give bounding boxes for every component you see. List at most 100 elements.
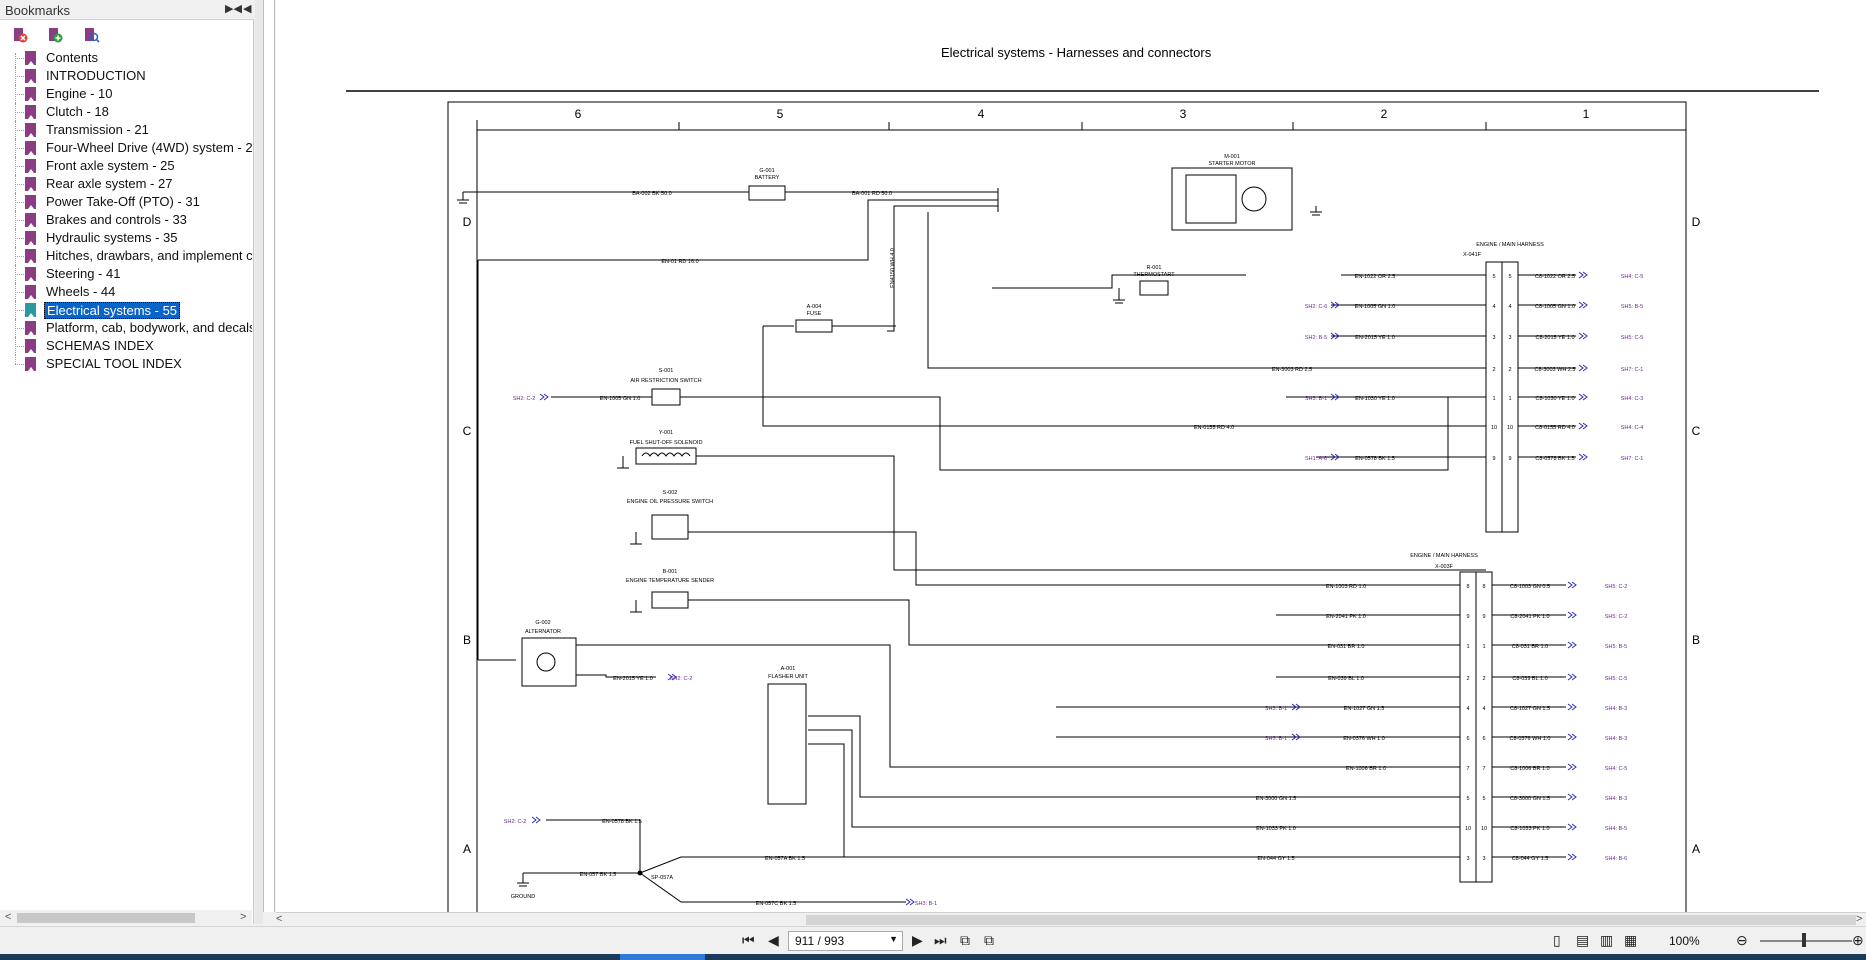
document-view: Electrical systems - Harnesses and conne… (276, 0, 1866, 912)
expand-panel-icon[interactable]: ▶◀ (225, 3, 242, 15)
pin-number: 1 (1482, 644, 1485, 650)
continuous-facing-view-icon[interactable]: ▦ (1624, 932, 1638, 948)
bookmark-item[interactable]: Clutch - 18 (0, 103, 252, 121)
pin-number: 5 (1482, 796, 1485, 802)
bookmark-icon (25, 285, 36, 299)
first-page-icon[interactable]: ⏮ (742, 932, 755, 948)
wire-label: EN-057 BK 1.5 (580, 872, 617, 878)
bookmark-item[interactable]: Brakes and controls - 33 (0, 211, 252, 229)
wire-label: EN-1005 GN 1.0 (1355, 304, 1396, 310)
bookmark-item[interactable]: SPECIAL TOOL INDEX (0, 355, 252, 373)
scroll-left-icon[interactable]: < (276, 913, 283, 925)
scroll-right-icon[interactable]: > (1856, 913, 1863, 925)
wire-label: EN-01 RD 16.0 (661, 259, 698, 265)
scrollbar-thumb[interactable] (806, 915, 1856, 925)
pin-number: 10 (1481, 826, 1487, 832)
pin-number: 1 (1508, 396, 1511, 402)
bookmark-item[interactable]: Front axle system - 25 (0, 157, 252, 175)
sheet-ref: SH5: C-5 (1605, 676, 1628, 682)
scrollbar-thumb[interactable] (17, 913, 195, 923)
component-name: AIR RESTRICTION SWITCH (630, 378, 701, 384)
component-name: FUEL SHUT-OFF SOLENOID (630, 440, 703, 446)
wire-label: EN-1005 GN 1.0 (600, 396, 641, 402)
bookmark-item[interactable]: Platform, cab, bodywork, and decals - (0, 319, 252, 337)
bookmark-item[interactable]: Hydraulic systems - 35 (0, 229, 252, 247)
wire-label: BA-002 BK 50.0 (632, 191, 671, 197)
wire-label: EN-031 BR 1.0 (1328, 644, 1365, 650)
pin-number: 9 (1492, 456, 1495, 462)
page-number-text: 911 / 993 (795, 934, 845, 948)
bookmark-item[interactable]: Steering - 41 (0, 265, 252, 283)
sheet-ref: SH4: C-5 (1621, 274, 1644, 280)
bookmark-item[interactable]: Power Take-Off (PTO) - 31 (0, 193, 252, 211)
previous-view-icon[interactable]: ⧉ (960, 932, 970, 948)
pin-number: 9 (1508, 456, 1511, 462)
zoom-in-icon[interactable]: ⊕ (1852, 932, 1864, 948)
find-bookmark-icon[interactable] (82, 26, 100, 44)
sheet-ref: SH7: C-1 (1621, 456, 1644, 462)
zoom-slider-handle[interactable] (1802, 933, 1806, 947)
wire-label: C8-1027 GN 1.5 (1510, 706, 1550, 712)
collapse-panel-icon[interactable]: ◀ (243, 3, 252, 15)
harness-name: ENGINE / MAIN HARNESS (1410, 553, 1478, 559)
zoom-slider[interactable] (1760, 940, 1852, 942)
pin-number: 5 (1508, 274, 1511, 280)
bookmark-item[interactable]: Engine - 10 (0, 85, 252, 103)
fuse-symbol (795, 319, 833, 333)
single-page-view-icon[interactable]: ▯ (1553, 932, 1561, 948)
bookmark-item[interactable]: SCHEMAS INDEX (0, 337, 252, 355)
scroll-right-icon[interactable]: > (240, 911, 247, 923)
bookmark-item[interactable]: Wheels - 44 (0, 283, 252, 301)
bookmark-icon (25, 105, 36, 119)
bookmark-item[interactable]: Hitches, drawbars, and implement cou (0, 247, 252, 265)
zoom-out-icon[interactable]: ⊖ (1736, 932, 1748, 948)
component-id: B-001 (663, 569, 678, 575)
bookmark-item[interactable]: Four-Wheel Drive (4WD) system - 23 (0, 139, 252, 157)
pin-number: 5 (1466, 796, 1469, 802)
wire-label: EN-039 BL 1.0 (1328, 676, 1364, 682)
zoom-level[interactable]: 100% (1669, 934, 1700, 948)
component-id: S-001 (659, 368, 674, 374)
previous-page-icon[interactable]: ◀ (768, 932, 779, 948)
pin-number: 1 (1492, 396, 1495, 402)
wire-label: EN-0376 WH 1.0 (1343, 736, 1385, 742)
scroll-left-icon[interactable]: < (5, 911, 12, 923)
column-label: 1 (1583, 107, 1590, 121)
delete-bookmark-icon[interactable] (11, 26, 29, 44)
chevron-down-icon[interactable]: ▼ (889, 934, 898, 944)
next-page-icon[interactable]: ▶ (912, 932, 923, 948)
sheet-ref: SH1: A-6 (1305, 456, 1327, 462)
bookmarks-horizontal-scrollbar[interactable]: < > (0, 910, 252, 926)
page-number-input[interactable]: 911 / 993 ▼ (788, 931, 903, 951)
last-page-icon[interactable]: ⏭ (934, 932, 947, 948)
bookmark-item[interactable]: Transmission - 21 (0, 121, 252, 139)
wire-label: EN-1003 RD 1.0 (1326, 584, 1366, 590)
document-horizontal-scrollbar[interactable]: < > (276, 912, 1866, 926)
bookmarks-tree: Contents INTRODUCTION Engine - 10 Clutch… (0, 49, 252, 913)
wire-label: C8-2041 PK 1.0 (1510, 614, 1549, 620)
bookmark-item[interactable]: INTRODUCTION (0, 67, 252, 85)
sheet-ref: SH3: B-1 (1265, 736, 1287, 742)
battery-symbol (748, 185, 786, 201)
wire-label: EN-044 GY 1.5 (1257, 856, 1294, 862)
bookmark-item[interactable]: Contents (0, 49, 252, 67)
next-view-icon[interactable]: ⧉ (984, 932, 994, 948)
pin-number: 2 (1482, 676, 1485, 682)
sheet-ref: SH3: B-1 (1305, 396, 1327, 402)
component-name: FLASHER UNIT (768, 674, 808, 680)
document-vertical-scrollbar[interactable] (263, 0, 275, 912)
sheet-ref: SH4: B-3 (1605, 706, 1627, 712)
continuous-view-icon[interactable]: ▤ (1576, 932, 1590, 948)
row-label: C (1692, 424, 1701, 438)
sheet-ref: SH4: C-4 (1621, 425, 1644, 431)
bookmark-icon (25, 177, 36, 191)
air-restriction-switch-symbol (651, 388, 681, 406)
add-bookmark-icon[interactable] (46, 26, 64, 44)
harness-name: ENGINE / MAIN HARNESS (1476, 242, 1544, 248)
bookmark-icon (25, 339, 36, 353)
pin-number: 7 (1466, 766, 1469, 772)
bookmark-item-selected[interactable]: Electrical systems - 55 (0, 301, 252, 319)
panel-splitter[interactable] (255, 0, 263, 924)
facing-view-icon[interactable]: ▥ (1600, 932, 1614, 948)
bookmark-item[interactable]: Rear axle system - 27 (0, 175, 252, 193)
